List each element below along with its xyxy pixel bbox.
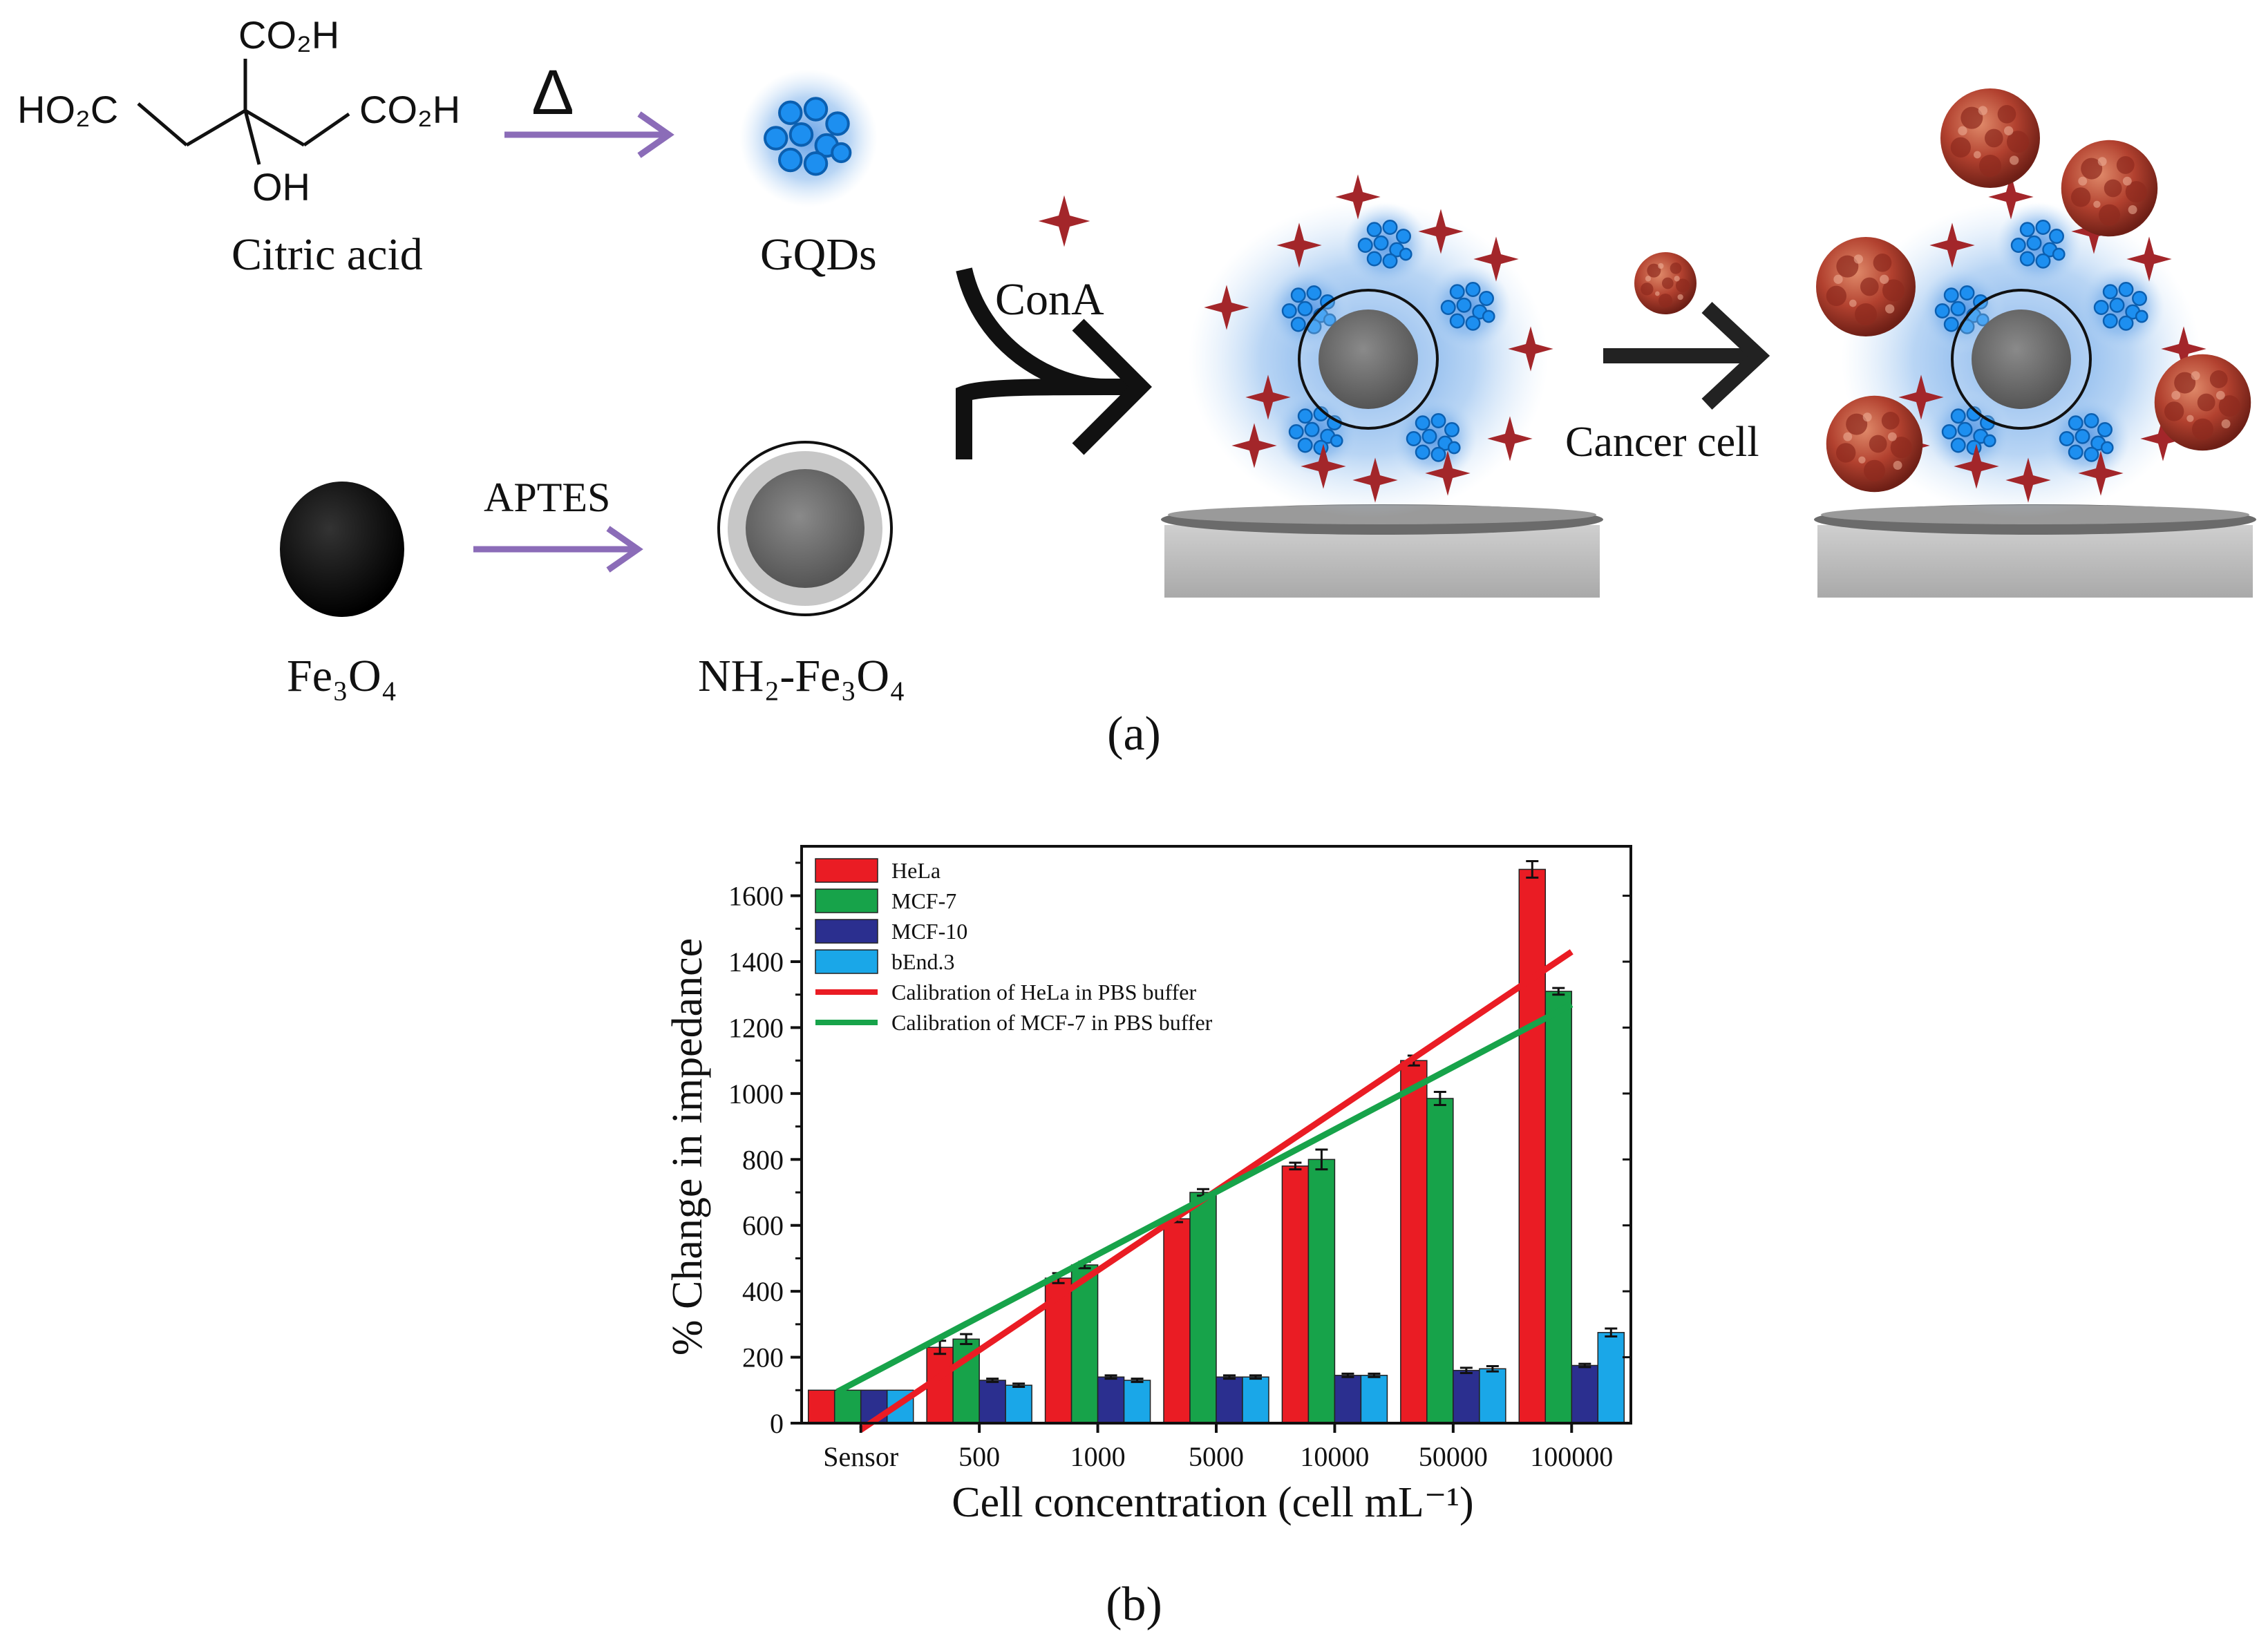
bar-mcf7-1000 bbox=[1070, 1264, 1099, 1424]
x-tick-label: 10000 bbox=[1300, 1441, 1369, 1472]
calibration-lines bbox=[835, 949, 1574, 1433]
formula-right-group: CO₂H bbox=[359, 88, 460, 131]
bar-mcf10-50000 bbox=[1453, 1369, 1480, 1424]
sensor-electrode-before bbox=[1161, 174, 1603, 598]
bar-mcf10-500 bbox=[979, 1380, 1006, 1424]
bar-hela-5000 bbox=[1163, 1218, 1191, 1424]
heat-symbol: Δ bbox=[531, 57, 574, 128]
legend-label: HeLa bbox=[891, 858, 941, 883]
bar-mcf7-50000 bbox=[1426, 1098, 1454, 1424]
heat-arrow bbox=[504, 111, 674, 158]
panel-a-caption: (a) bbox=[1107, 707, 1161, 761]
cona-label: ConA bbox=[995, 274, 1104, 325]
y-tick-label: 600 bbox=[742, 1210, 784, 1241]
legend-label: Calibration of MCF-7 in PBS buffer bbox=[891, 1010, 1213, 1035]
y-tick-label: 200 bbox=[742, 1342, 784, 1373]
legend-label: Calibration of HeLa in PBS buffer bbox=[891, 980, 1196, 1004]
legend-swatch bbox=[815, 858, 878, 883]
y-tick-label: 1000 bbox=[728, 1078, 784, 1110]
sensor-electrode-after bbox=[1814, 88, 2256, 598]
formula-left-group: HO₂C bbox=[17, 88, 118, 131]
plot-area bbox=[807, 859, 1625, 1424]
formula-bottom-group: OH bbox=[252, 165, 310, 209]
bar-hela-100000 bbox=[1518, 868, 1547, 1424]
x-tick-label: 100000 bbox=[1530, 1441, 1613, 1472]
bar-mcf7-5000 bbox=[1189, 1192, 1217, 1424]
bar-mcf7-100000 bbox=[1544, 991, 1573, 1424]
bar-hela-10000 bbox=[1281, 1165, 1310, 1424]
cancer-cell-arrow bbox=[1603, 301, 1770, 410]
x-tick-label: 1000 bbox=[1070, 1441, 1126, 1472]
citric-acid-label: Citric acid bbox=[231, 229, 423, 280]
nh2-fe3o4-label: NH₂-Fe₃O₄ bbox=[698, 651, 905, 701]
bar-mcf7-Sensor bbox=[833, 1389, 862, 1424]
synthesis-scheme: CO₂H HO₂C CO₂H OH Citric acid Δ GQDs Con… bbox=[17, 13, 2256, 761]
cancer-cell-icon bbox=[1634, 252, 1697, 314]
formula-top-group: CO₂H bbox=[238, 13, 339, 57]
calibration-line bbox=[835, 1002, 1574, 1395]
bar-bend3-100000 bbox=[1597, 1332, 1625, 1424]
citric-acid-structure bbox=[137, 59, 350, 165]
y-tick-label: 1400 bbox=[728, 946, 784, 978]
nh2-fe3o4-particle-icon bbox=[717, 441, 893, 616]
fe3o4-label: Fe₃O₄ bbox=[287, 651, 397, 701]
legend-swatch bbox=[815, 888, 878, 913]
cona-star-icon bbox=[1038, 195, 1090, 247]
x-axis-label: Cell concentration (cell mL⁻¹) bbox=[952, 1479, 1473, 1526]
bar-hela-50000 bbox=[1400, 1060, 1428, 1424]
aptes-label: APTES bbox=[484, 475, 610, 520]
y-tick-label: 400 bbox=[742, 1276, 784, 1307]
legend-swatch bbox=[815, 949, 878, 974]
x-tick-label: 5000 bbox=[1189, 1441, 1244, 1472]
aptes-arrow bbox=[473, 526, 643, 573]
y-tick-label: 1600 bbox=[728, 881, 784, 912]
legend-label: bEnd.3 bbox=[891, 949, 955, 974]
y-axis-label: % Change in impedance bbox=[664, 938, 711, 1355]
bar-bend3-50000 bbox=[1479, 1368, 1506, 1424]
fe3o4-particle-icon bbox=[280, 482, 404, 617]
merge-arrow bbox=[956, 267, 1152, 459]
bar-mcf10-5000 bbox=[1216, 1376, 1243, 1424]
bar-mcf10-100000 bbox=[1571, 1364, 1599, 1424]
bar-mcf7-10000 bbox=[1307, 1159, 1336, 1424]
bar-bend3-1000 bbox=[1123, 1380, 1151, 1424]
legend-label: MCF-10 bbox=[891, 919, 967, 944]
y-tick-label: 0 bbox=[770, 1408, 784, 1439]
bar-bend3-500 bbox=[1005, 1384, 1032, 1424]
legend-label: MCF-7 bbox=[891, 888, 956, 913]
bar-mcf10-10000 bbox=[1334, 1375, 1362, 1424]
x-tick-label: 50000 bbox=[1419, 1441, 1488, 1472]
x-tick-label: 500 bbox=[958, 1441, 1000, 1472]
legend-swatch bbox=[815, 919, 878, 944]
y-tick-label: 800 bbox=[742, 1144, 784, 1175]
bar-bend3-10000 bbox=[1360, 1375, 1388, 1424]
bar-hela-Sensor bbox=[807, 1389, 835, 1424]
bar-mcf10-1000 bbox=[1097, 1376, 1125, 1424]
y-tick-label: 1200 bbox=[728, 1012, 784, 1043]
panel-b-caption: (b) bbox=[1106, 1578, 1162, 1631]
bar-bend3-5000 bbox=[1242, 1376, 1269, 1424]
gqds-label: GQDs bbox=[760, 229, 877, 280]
cancer-cell-label: Cancer cell bbox=[1565, 419, 1759, 466]
x-tick-label: Sensor bbox=[823, 1441, 898, 1472]
gqd-particle-icon bbox=[738, 68, 879, 209]
